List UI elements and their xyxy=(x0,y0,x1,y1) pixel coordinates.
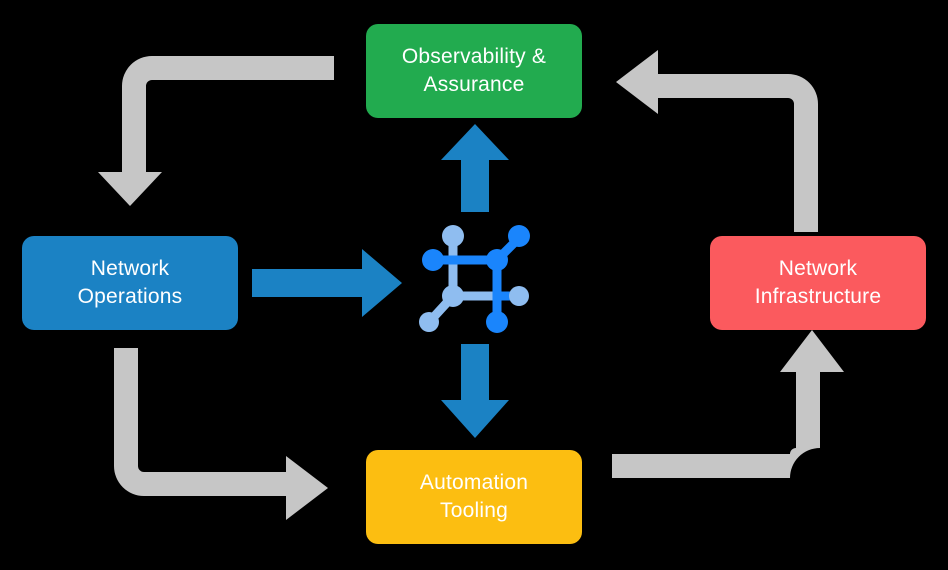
connector-infrastructure-to-observability xyxy=(616,50,818,232)
node-automation-tooling[interactable]: Automation Tooling xyxy=(366,450,582,544)
node-observability-label: Observability & Assurance xyxy=(401,45,547,96)
connector-center-to-observability xyxy=(441,124,509,212)
node-network-operations-label: Network Operations xyxy=(77,257,183,308)
connector-center-to-automation xyxy=(441,344,509,438)
connector-operations-to-center xyxy=(252,249,402,317)
network-topology-icon xyxy=(419,225,530,333)
node-automation-tooling-label: Automation Tooling xyxy=(419,471,529,522)
connector-operations-to-automation xyxy=(114,348,328,520)
node-network-operations[interactable]: Network Operations xyxy=(22,236,238,330)
node-network-infrastructure-label: Network Infrastructure xyxy=(754,257,882,308)
node-network-infrastructure[interactable]: Network Infrastructure xyxy=(710,236,926,330)
connector-observability-to-operations xyxy=(98,56,334,206)
node-observability-assurance[interactable]: Observability & Assurance xyxy=(366,24,582,118)
connector-automation-to-infrastructure xyxy=(612,330,844,478)
